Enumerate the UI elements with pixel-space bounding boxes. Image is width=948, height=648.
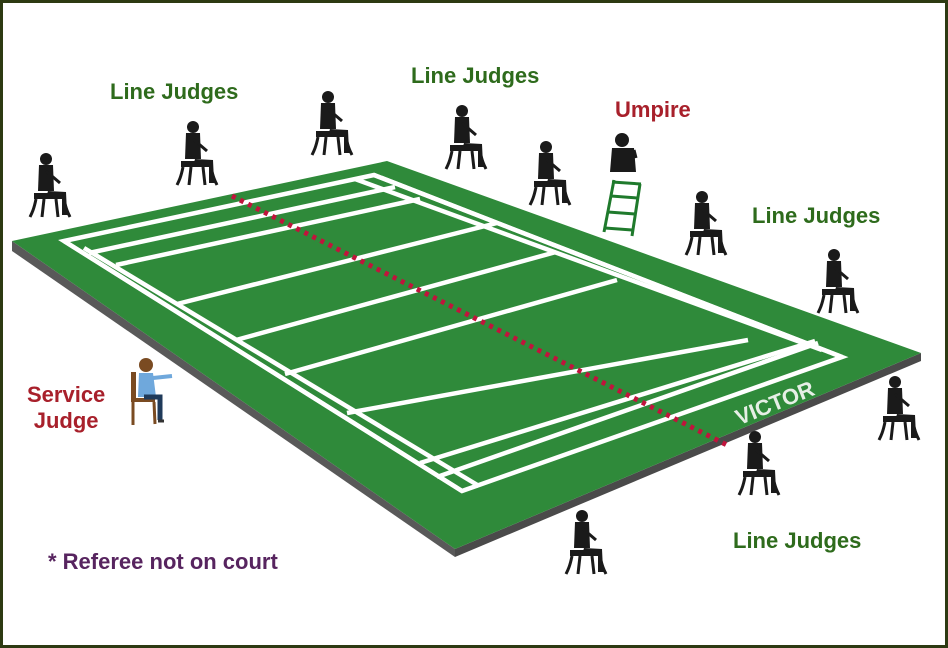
line-judge-figure (528, 139, 573, 207)
label-line-judges-top-left: Line Judges (110, 79, 239, 104)
net-line (230, 193, 729, 448)
seated-service-judge-icon (131, 358, 173, 425)
label-umpire: Umpire (615, 97, 691, 122)
court-side-left (12, 241, 455, 557)
line-judge-figure (310, 89, 355, 157)
court: VICTOR (12, 161, 921, 557)
label-line-judges-right: Line Judges (752, 203, 881, 228)
line-judge-figure (737, 429, 782, 497)
line-judge-figure (175, 119, 220, 187)
line-judge-figure (564, 508, 609, 576)
court-side-front (455, 353, 921, 557)
court-lines (58, 172, 849, 494)
label-line-judges-bottom: Line Judges (733, 528, 862, 553)
line-judge-figure (444, 103, 489, 171)
line-judge-figure (684, 189, 729, 257)
line-judge-figure (816, 247, 861, 315)
label-service-judge-line1: Service (27, 382, 106, 407)
label-service-judge: Service Judge (27, 382, 105, 434)
umpire-chair-icon (602, 133, 642, 237)
label-line-judges-top: Line Judges (411, 63, 540, 88)
court-surface (12, 161, 921, 549)
line-judge-figure (28, 151, 73, 219)
label-service-judge-line2: Judge (33, 408, 99, 433)
line-judge-figure (877, 374, 922, 442)
referee-note: * Referee not on court (48, 549, 278, 574)
